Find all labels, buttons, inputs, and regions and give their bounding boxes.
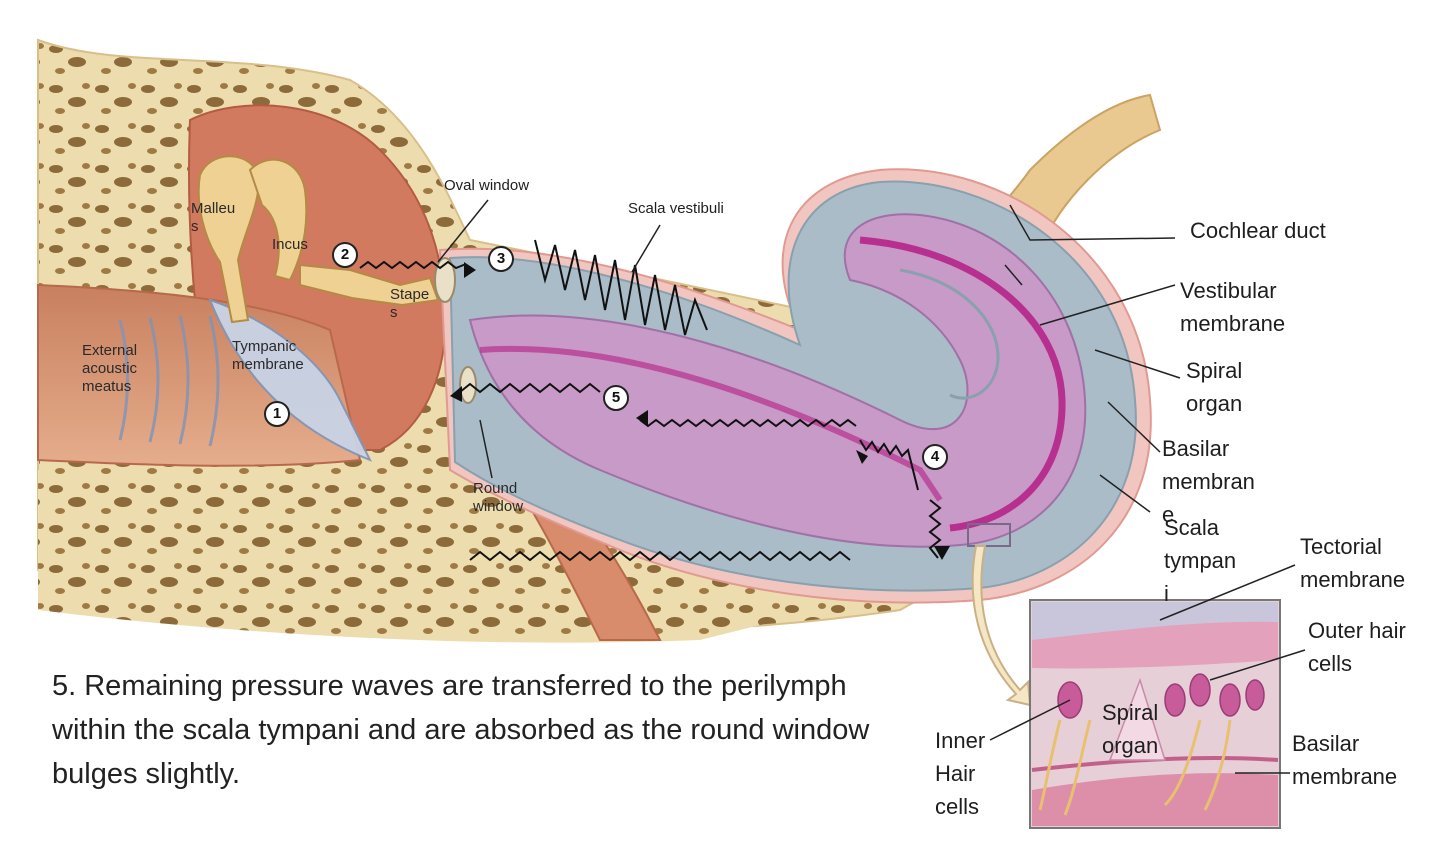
ossicles bbox=[197, 155, 440, 324]
label-external-acoustic-meatus: External acoustic meatus bbox=[82, 342, 138, 395]
incus bbox=[248, 158, 308, 282]
label-scala-vestibuli: Scala vestibuli bbox=[628, 200, 724, 217]
label-tectorial-membrane: Tectorial membrane bbox=[1300, 534, 1406, 592]
label-malleus: Malleu s bbox=[191, 200, 236, 235]
label-spiral-organ-inset: Spiral organ bbox=[1102, 700, 1159, 758]
label-cochlear-duct: Cochlear duct bbox=[1190, 218, 1326, 243]
malleus bbox=[197, 155, 260, 324]
label-inner-hair-cells: Inner Hair cells bbox=[935, 728, 986, 819]
label-incus: Incus bbox=[272, 236, 308, 253]
label-round-window: Round window bbox=[473, 480, 524, 515]
label-oval-window: Oval window bbox=[444, 177, 530, 194]
label-basilar-membrane: Basilar membran e bbox=[1162, 436, 1255, 527]
step-marker-2: 2 bbox=[332, 242, 358, 268]
wave-arrowheads bbox=[450, 262, 950, 560]
magnification-arrow bbox=[971, 545, 1032, 707]
leader-lines bbox=[437, 199, 1306, 774]
label-outer-hair-cells: Outer hair cells bbox=[1308, 618, 1406, 676]
lower-bone bbox=[38, 470, 860, 643]
step-marker-4: 4 bbox=[922, 444, 948, 470]
step-marker-5: 5 bbox=[603, 385, 629, 411]
basilar-membrane-band bbox=[859, 236, 1066, 532]
magnification-marker bbox=[967, 523, 1011, 547]
spiral-organ-band bbox=[479, 345, 943, 502]
spiral-organ-inset bbox=[1029, 599, 1281, 829]
cochlea-helicotrema bbox=[899, 268, 1000, 400]
stapes bbox=[299, 263, 440, 307]
step-marker-1: 1 bbox=[264, 401, 290, 427]
step-caption: 5. Remaining pressure waves are transfer… bbox=[52, 670, 870, 790]
step-marker-3: 3 bbox=[488, 246, 514, 272]
label-stapes: Stape s bbox=[390, 286, 430, 321]
label-scala-tympani: Scala tympan i bbox=[1164, 515, 1237, 606]
label-vestibular-membrane: Vestibular membrane bbox=[1180, 278, 1286, 336]
label-tympanic-membrane: Tympanic membrane bbox=[232, 338, 304, 373]
pressure-waves bbox=[359, 239, 942, 562]
label-spiral-organ: Spiral organ bbox=[1186, 358, 1243, 416]
tympanic-membrane bbox=[208, 298, 373, 462]
label-basilar-membrane-inset: Basilar membrane bbox=[1292, 731, 1398, 789]
sound-wave-lines bbox=[118, 315, 220, 447]
